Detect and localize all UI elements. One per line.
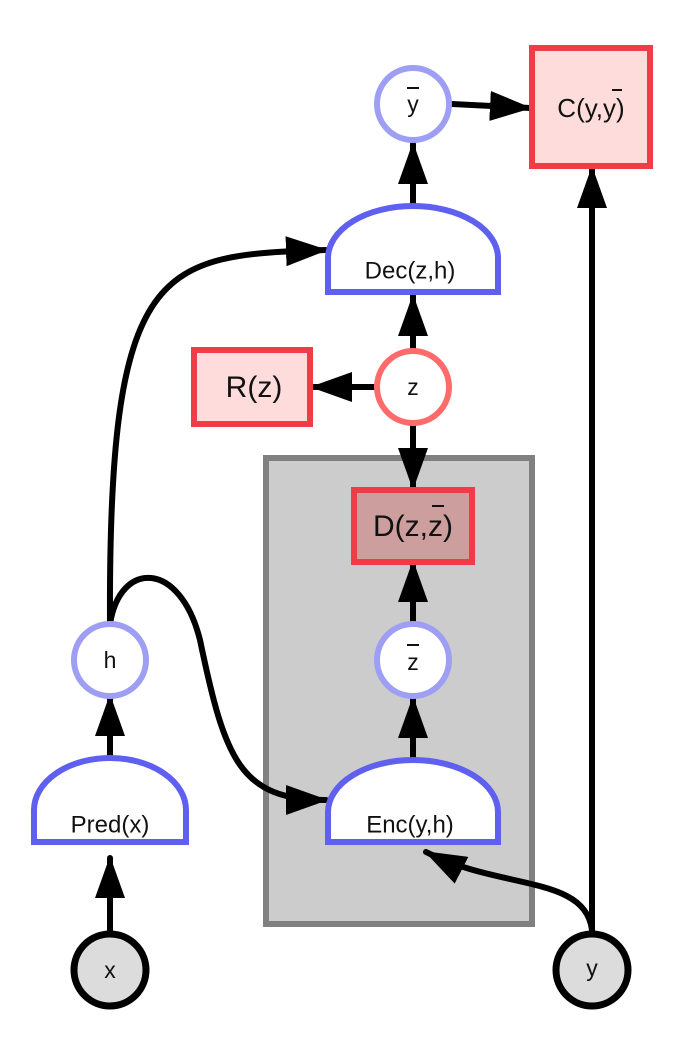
node-y-bar: y — [374, 65, 452, 143]
module-pred-label: Pred(x) — [71, 811, 150, 838]
cost-r: R(z) — [191, 347, 313, 427]
node-z-bar: z — [374, 621, 452, 699]
node-y-label: y — [586, 955, 598, 981]
module-dec-label: Dec(z,h) — [365, 257, 456, 284]
node-x-label: x — [104, 957, 116, 983]
edge-h-to-enc — [107, 574, 329, 815]
node-z-label: z — [407, 374, 419, 400]
cost-r-label: R(z) — [226, 371, 283, 404]
edges — [95, 90, 607, 933]
node-h-label: h — [104, 647, 117, 673]
node-y-bar-label: y — [407, 91, 419, 117]
edge-y-to-enc — [423, 849, 595, 933]
cost-d: D(z,z) — [351, 487, 475, 565]
module-pred: Pred(x) — [31, 755, 189, 845]
node-x: x — [70, 930, 150, 1010]
edge-ybar-to-c — [449, 90, 533, 121]
node-h: h — [71, 621, 149, 699]
module-enc-label: Enc(y,h) — [366, 811, 454, 838]
cost-c: C(y,y) — [529, 45, 653, 169]
node-z-bar-label: z — [407, 649, 419, 675]
module-dec: Dec(z,h) — [325, 203, 501, 295]
node-z: z — [374, 348, 452, 426]
cost-c-label: C(y,y) — [557, 93, 624, 123]
node-y: y — [552, 930, 632, 1010]
cost-d-label: D(z,z) — [373, 510, 453, 543]
module-enc: Enc(y,h) — [325, 757, 501, 845]
edge-h-to-dec — [106, 236, 329, 627]
